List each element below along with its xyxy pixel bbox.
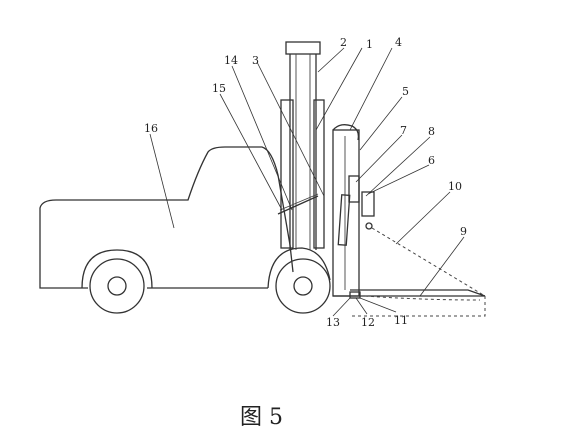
fork-carriage	[332, 124, 360, 297]
callout-leaders	[149, 47, 465, 317]
callout-12: 12	[361, 316, 375, 329]
side-cylinder	[361, 191, 375, 230]
callout-13: 13	[326, 316, 340, 329]
callout-15: 15	[212, 82, 226, 95]
body-bottom-edge	[39, 278, 88, 289]
callout-10: 10	[448, 180, 462, 193]
cross-brace-inner	[279, 193, 319, 211]
callout-2: 2	[340, 36, 347, 49]
callout-8: 8	[428, 125, 435, 138]
callout-4: 4	[395, 36, 402, 49]
fork-tip-dashed	[352, 296, 486, 317]
rear-wheel-arch	[81, 249, 153, 289]
figure-caption: 图 5	[240, 405, 283, 430]
callout-9: 9	[460, 225, 467, 238]
inner-mast	[280, 99, 325, 249]
tilt-dashed-line	[371, 227, 486, 297]
front-wheel-arch	[267, 247, 331, 289]
fork	[333, 289, 486, 297]
callout-3: 3	[252, 54, 259, 67]
tilt-cylinder	[337, 194, 351, 246]
fork-pivot	[349, 291, 361, 299]
rear-wheel	[89, 258, 145, 314]
upper-cylinder	[348, 175, 360, 203]
vehicle-body	[39, 146, 294, 278]
callout-labels: 1 2 3 4 5 6 7 8 9 10 11 12 13 14 15 16	[144, 36, 467, 329]
fork-dashed-arc	[364, 295, 481, 301]
front-wheel	[275, 258, 331, 314]
cross-brace	[277, 195, 319, 215]
callout-16: 16	[144, 122, 158, 135]
callout-11: 11	[394, 314, 408, 327]
callout-7: 7	[400, 124, 407, 137]
outer-mast	[285, 41, 321, 250]
callout-14: 14	[224, 54, 238, 67]
callout-5: 5	[402, 85, 409, 98]
callout-1: 1	[366, 38, 373, 51]
callout-6: 6	[428, 154, 435, 167]
